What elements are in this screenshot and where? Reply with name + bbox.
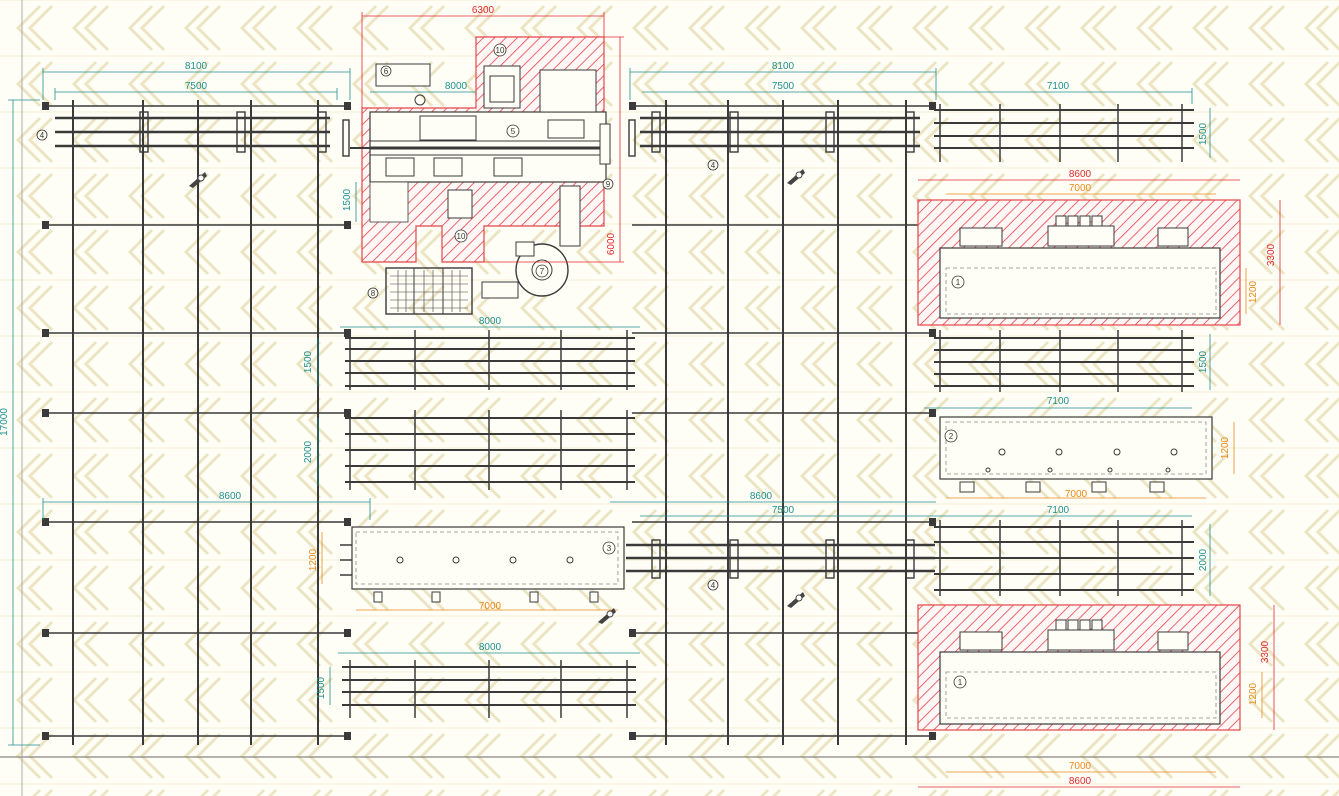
dim-bottom-rack-depth: 1500: [316, 676, 327, 699]
svg-text:9: 9: [606, 180, 611, 189]
marker-4-right-lower: 4: [707, 579, 719, 591]
hoist-icon: [598, 608, 616, 624]
dim-right-mid-rack-depth: 1500: [1198, 350, 1209, 373]
dim-right-lower-inner: 7500: [772, 505, 795, 516]
dim-tank4-outer: 8600: [1069, 776, 1092, 787]
right-mid-rack: [934, 330, 1194, 392]
left-dimensions: [8, 68, 371, 746]
dim-right-lower-rack-depth: 2000: [1198, 548, 1209, 571]
svg-text:6: 6: [384, 67, 389, 76]
dim-left-top-outer: 8100: [185, 61, 208, 72]
tank-3: [340, 526, 625, 603]
dim-bottom-rack-len: 8000: [479, 642, 502, 653]
dim-tank1-inner-depth: 1200: [1248, 280, 1259, 303]
svg-text:2: 2: [949, 432, 954, 441]
svg-text:5: 5: [511, 127, 516, 136]
mid-rack-2: [345, 410, 635, 490]
svg-text:8: 8: [371, 289, 376, 298]
dim-tank2-depth: 1200: [1220, 436, 1231, 459]
dim-tank4-inner-depth: 1200: [1248, 682, 1259, 705]
svg-text:3: 3: [607, 544, 612, 553]
tank-1-top: [917, 199, 1241, 326]
booth-markers: 6 10 5 9 10 7 8: [367, 43, 614, 299]
svg-text:1: 1: [958, 678, 963, 687]
bottom-rack: [342, 660, 636, 718]
dim-booth-inner: 8000: [445, 81, 468, 92]
right-lower-rack: [934, 520, 1194, 596]
right-lower-conveyor: [626, 539, 935, 579]
svg-text:4: 4: [711, 161, 716, 170]
dim-total-height: 17000: [0, 408, 10, 436]
right-top-conveyor: [628, 111, 920, 157]
dim-right-top-rack: 7100: [1047, 81, 1070, 92]
dim-tank1-outer: 8600: [1069, 169, 1092, 180]
svg-text:10: 10: [457, 232, 466, 241]
dim-tank1-inner: 7000: [1069, 183, 1092, 194]
dim-right-mid-rack-len: 7100: [1047, 396, 1070, 407]
dim-right-lower-outer: 8600: [750, 491, 773, 502]
dim-mid-rack1-depth: 1500: [303, 350, 314, 373]
dim-mid-rack1-len: 8000: [479, 316, 502, 327]
tank-2: [939, 416, 1213, 493]
dim-right-top-rack-depth: 1500: [1198, 122, 1209, 145]
dim-booth-side: 1500: [342, 188, 353, 211]
svg-text:7: 7: [540, 267, 545, 276]
dim-tank4-depth: 3300: [1260, 640, 1271, 663]
marker-2: 2: [944, 429, 958, 443]
svg-text:4: 4: [711, 581, 716, 590]
dim-left-lower-span: 8600: [219, 491, 242, 502]
tank-1-bottom: [917, 604, 1241, 731]
svg-text:1: 1: [956, 278, 961, 287]
dim-mid-rack2-depth: 2000: [303, 440, 314, 463]
svg-text:4: 4: [40, 131, 45, 140]
spray-booth: [350, 36, 611, 263]
left-top-conveyor: [55, 111, 350, 157]
marker-3: 3: [602, 541, 616, 555]
dim-booth-depth: 6000: [606, 232, 617, 255]
right-top-rack: [934, 104, 1194, 162]
right-dimensions: [610, 68, 1211, 596]
dim-tank3-len: 7000: [479, 601, 502, 612]
dim-right-lower-rack: 7100: [1047, 505, 1070, 516]
hoist-icon: [787, 169, 805, 185]
dim-tank1-depth: 3300: [1266, 243, 1277, 266]
marker-1-bottom: 1: [953, 675, 967, 689]
hoist-icon: [787, 592, 805, 608]
dim-booth-width: 6300: [472, 5, 495, 16]
dim-right-top-outer: 8100: [772, 61, 795, 72]
marker-1-top: 1: [951, 275, 965, 289]
svg-text:10: 10: [496, 46, 505, 55]
booth-dimensions: [361, 12, 624, 263]
mid-rack-1: [345, 330, 635, 390]
left-grid-structure: [42, 100, 351, 745]
marker-4-right-top: 4: [707, 159, 719, 171]
filter-grid-icon: [385, 267, 473, 315]
dim-tank4-inner: 7000: [1069, 761, 1092, 772]
marker-4-left: 4: [36, 129, 48, 141]
dim-left-top-inner: 7500: [185, 81, 208, 92]
hoist-icon: [189, 172, 207, 188]
dim-tank2-len: 7000: [1065, 489, 1088, 500]
dim-tank3-depth: 1200: [308, 548, 319, 571]
dim-right-top-inner: 7500: [772, 81, 795, 92]
